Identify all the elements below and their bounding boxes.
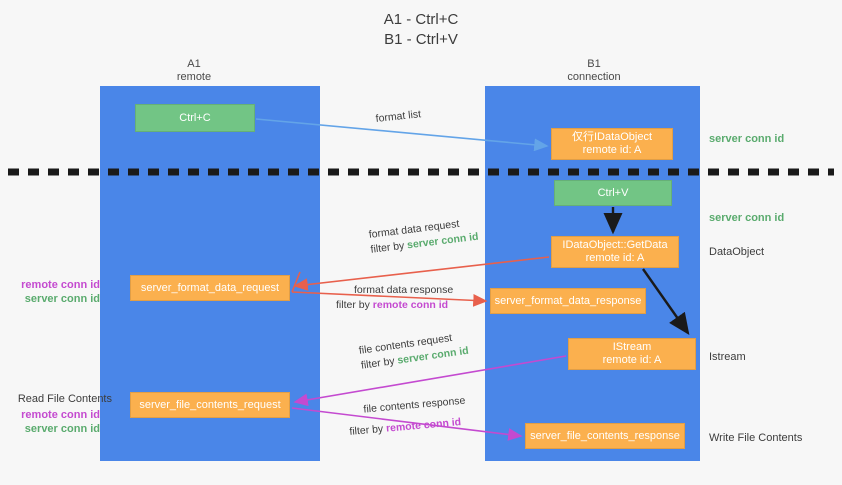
node-idataobject-sub: remote id: A bbox=[582, 144, 642, 156]
title-line-1: A1 - Ctrl+C bbox=[383, 11, 459, 28]
arrow-format-list bbox=[255, 118, 549, 152]
arrow-format-data-request bbox=[293, 256, 550, 291]
filter-prefix: filter by bbox=[336, 299, 373, 311]
annotation-server-conn-id-1: server conn id bbox=[24, 293, 100, 305]
node-getdata[interactable]: IDataObject::GetData remote id: A bbox=[551, 236, 679, 268]
lane-header-a1: A1 remote bbox=[124, 58, 264, 84]
edge-label-format-data-response-filter: filter by remote conn id bbox=[336, 298, 453, 313]
node-server-format-data-response-label: server_format_data_response bbox=[494, 294, 642, 307]
annotation-istream: Istream bbox=[709, 351, 746, 363]
arrow-file-contents-response bbox=[291, 407, 523, 441]
annotation-read-file-contents: Read File Contents bbox=[17, 393, 112, 405]
annotation-dataobject: DataObject bbox=[709, 246, 765, 258]
node-server-file-contents-request-label: server_file_contents_request bbox=[139, 398, 281, 411]
lane-a1-name: A1 bbox=[187, 58, 201, 70]
node-server-format-data-response[interactable]: server_format_data_response bbox=[490, 288, 646, 314]
annotation-conn-id-pair-1: remote conn id server conn id bbox=[8, 278, 100, 306]
lane-a1-role: remote bbox=[176, 71, 212, 83]
filter-value-remote-conn-id: remote conn id bbox=[372, 299, 449, 311]
arrow-format-data-response-tail bbox=[291, 271, 301, 293]
lane-b1-role: connection bbox=[567, 71, 621, 83]
filter-prefix: filter by bbox=[369, 239, 408, 256]
node-getdata-sub: remote id: A bbox=[585, 252, 645, 264]
annotation-remote-conn-id-1: remote conn id bbox=[21, 279, 100, 291]
lane-header-b1: B1 connection bbox=[524, 58, 664, 84]
annotation-server-conn-id-top: server conn id bbox=[709, 133, 785, 145]
node-server-file-contents-response-label: server_file_contents_response bbox=[530, 429, 680, 442]
node-server-file-contents-response[interactable]: server_file_contents_response bbox=[525, 423, 685, 449]
node-ctrl-v[interactable]: Ctrl+V bbox=[554, 180, 672, 206]
arrow-format-data-response bbox=[291, 291, 488, 307]
filter-prefix: filter by bbox=[360, 354, 399, 372]
node-istream-label: IStream bbox=[612, 341, 652, 353]
diagram-title: A1 - Ctrl+C B1 - Ctrl+V bbox=[0, 10, 842, 50]
node-getdata-label: IDataObject::GetData bbox=[562, 239, 668, 251]
node-idataobject[interactable]: 仅行IDataObject remote id: A bbox=[551, 128, 673, 160]
node-server-format-data-request-label: server_format_data_request bbox=[140, 281, 280, 294]
node-istream[interactable]: IStream remote id: A bbox=[568, 338, 696, 370]
annotation-server-conn-id-mid: server conn id bbox=[709, 212, 785, 224]
node-server-format-data-request[interactable]: server_format_data_request bbox=[130, 275, 290, 301]
annotation-server-conn-id-2: server conn id bbox=[24, 423, 100, 435]
annotation-remote-conn-id-2: remote conn id bbox=[21, 409, 100, 421]
arrow-getdata-to-istream bbox=[642, 268, 690, 335]
lane-b1-name: B1 bbox=[587, 58, 601, 70]
node-server-file-contents-request[interactable]: server_file_contents_request bbox=[130, 392, 290, 418]
arrow-file-contents-request bbox=[293, 355, 567, 407]
node-ctrl-v-label: Ctrl+V bbox=[597, 186, 629, 199]
node-idataobject-label: 仅行IDataObject bbox=[571, 131, 653, 143]
node-ctrl-c-label: Ctrl+C bbox=[179, 111, 211, 124]
title-line-2: B1 - Ctrl+V bbox=[384, 31, 458, 48]
annotation-conn-id-pair-2: remote conn id server conn id bbox=[8, 408, 100, 436]
node-istream-sub: remote id: A bbox=[602, 354, 662, 366]
node-ctrl-c[interactable]: Ctrl+C bbox=[135, 104, 255, 132]
filter-prefix: filter by bbox=[348, 422, 387, 438]
edge-label-format-data-response-text: format data response bbox=[354, 284, 454, 296]
edge-label-format-data-response: format data response filter by remote co… bbox=[336, 283, 453, 313]
annotation-write-file-contents: Write File Contents bbox=[709, 432, 803, 444]
